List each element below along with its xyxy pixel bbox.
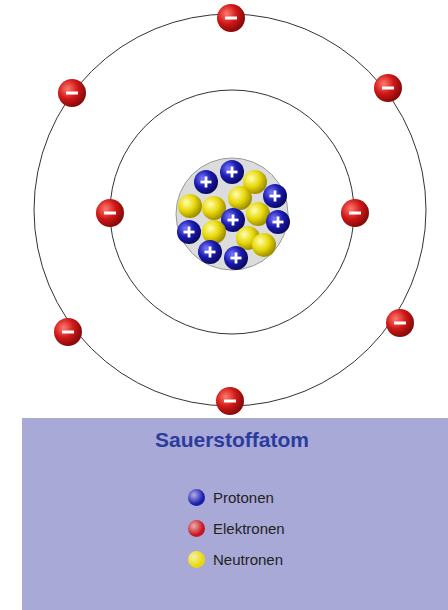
proton [220,160,244,184]
legend-row: Elektronen [188,513,285,544]
legend-row: Neutronen [188,544,285,575]
neutron [202,220,226,244]
proton [224,246,248,270]
atom-illustration [0,0,448,420]
proton [177,220,201,244]
inner-shell [110,90,354,334]
electron [216,387,244,415]
proton [263,184,287,208]
proton [266,210,290,234]
diagram-title: Sauerstoffatom [22,428,442,452]
outer-shell [34,14,426,406]
neutron [252,233,276,257]
proton [194,170,218,194]
electron [58,79,86,107]
electron [54,318,82,346]
neutron [228,186,252,210]
electron [386,309,414,337]
legend-text: Protonen [213,489,274,506]
proton [198,240,222,264]
legend-swatch [188,551,205,568]
legend-swatch [188,520,205,537]
electron [96,199,124,227]
electron [341,199,369,227]
electron [217,4,245,32]
legend-swatch [188,489,205,506]
legend-text: Neutronen [213,551,283,568]
electron [374,74,402,102]
legend: ProtonenElektronenNeutronen [188,482,285,575]
neutron [178,194,202,218]
legend-text: Elektronen [213,520,285,537]
legend-row: Protonen [188,482,285,513]
